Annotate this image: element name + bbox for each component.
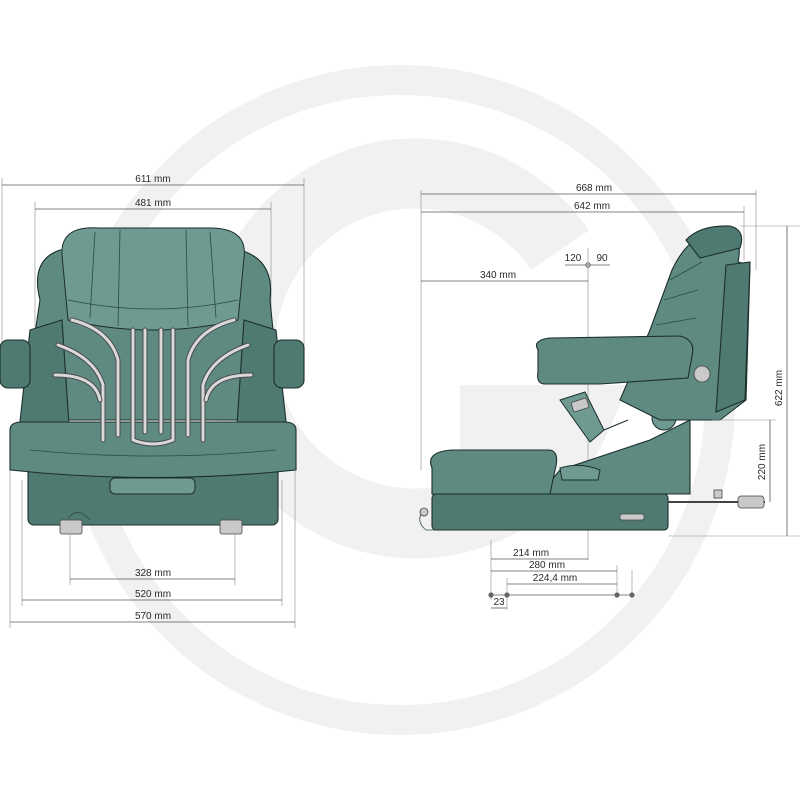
svg-text:340 mm: 340 mm <box>480 270 516 281</box>
side-view: 668 mm 642 mm 120 90 340 mm <box>419 183 800 610</box>
svg-text:120: 120 <box>565 253 582 264</box>
svg-text:481 mm: 481 mm <box>135 198 171 209</box>
svg-text:23: 23 <box>493 597 505 608</box>
dim-armrest-width: 570 mm <box>9 470 296 628</box>
svg-text:570 mm: 570 mm <box>135 611 171 622</box>
dim-mount-spacing: 328 mm <box>69 535 236 585</box>
side-seat-illustration <box>419 225 765 531</box>
svg-text:90: 90 <box>596 253 608 264</box>
dim-rail-224: 224,4 mm <box>506 570 633 610</box>
dim-rail-holes <box>488 592 635 598</box>
svg-text:642 mm: 642 mm <box>574 201 610 212</box>
dim-rail-280: 280 mm <box>491 560 618 596</box>
dim-overall-width: 611 mm <box>1 174 305 360</box>
svg-text:280 mm: 280 mm <box>529 560 565 571</box>
svg-text:668 mm: 668 mm <box>576 183 612 194</box>
svg-text:611 mm: 611 mm <box>135 174 170 185</box>
dim-rail-offset: 23 <box>491 597 507 609</box>
dim-base-width: 520 mm <box>21 480 283 606</box>
dim-seat-height: 220 mm <box>712 419 776 502</box>
dim-seat-to-backrest: 340 mm <box>421 270 588 282</box>
dim-depth-to-backrest: 642 mm <box>421 201 745 260</box>
svg-text:220 mm: 220 mm <box>757 444 768 480</box>
front-view: 611 mm 481 mm <box>0 174 305 628</box>
dim-overall-height: 622 mm <box>668 225 800 537</box>
svg-text:224,4 mm: 224,4 mm <box>533 573 577 584</box>
svg-text:214 mm: 214 mm <box>513 548 549 559</box>
dim-rail-214: 214 mm <box>490 540 588 600</box>
svg-text:328 mm: 328 mm <box>135 568 171 579</box>
svg-text:520 mm: 520 mm <box>135 589 171 600</box>
dim-overall-depth: 668 mm <box>420 183 757 470</box>
heating-element <box>52 317 254 447</box>
dim-backrest-width: 481 mm <box>34 198 272 330</box>
svg-text:622 mm: 622 mm <box>774 370 785 406</box>
front-seat-illustration <box>0 227 305 535</box>
